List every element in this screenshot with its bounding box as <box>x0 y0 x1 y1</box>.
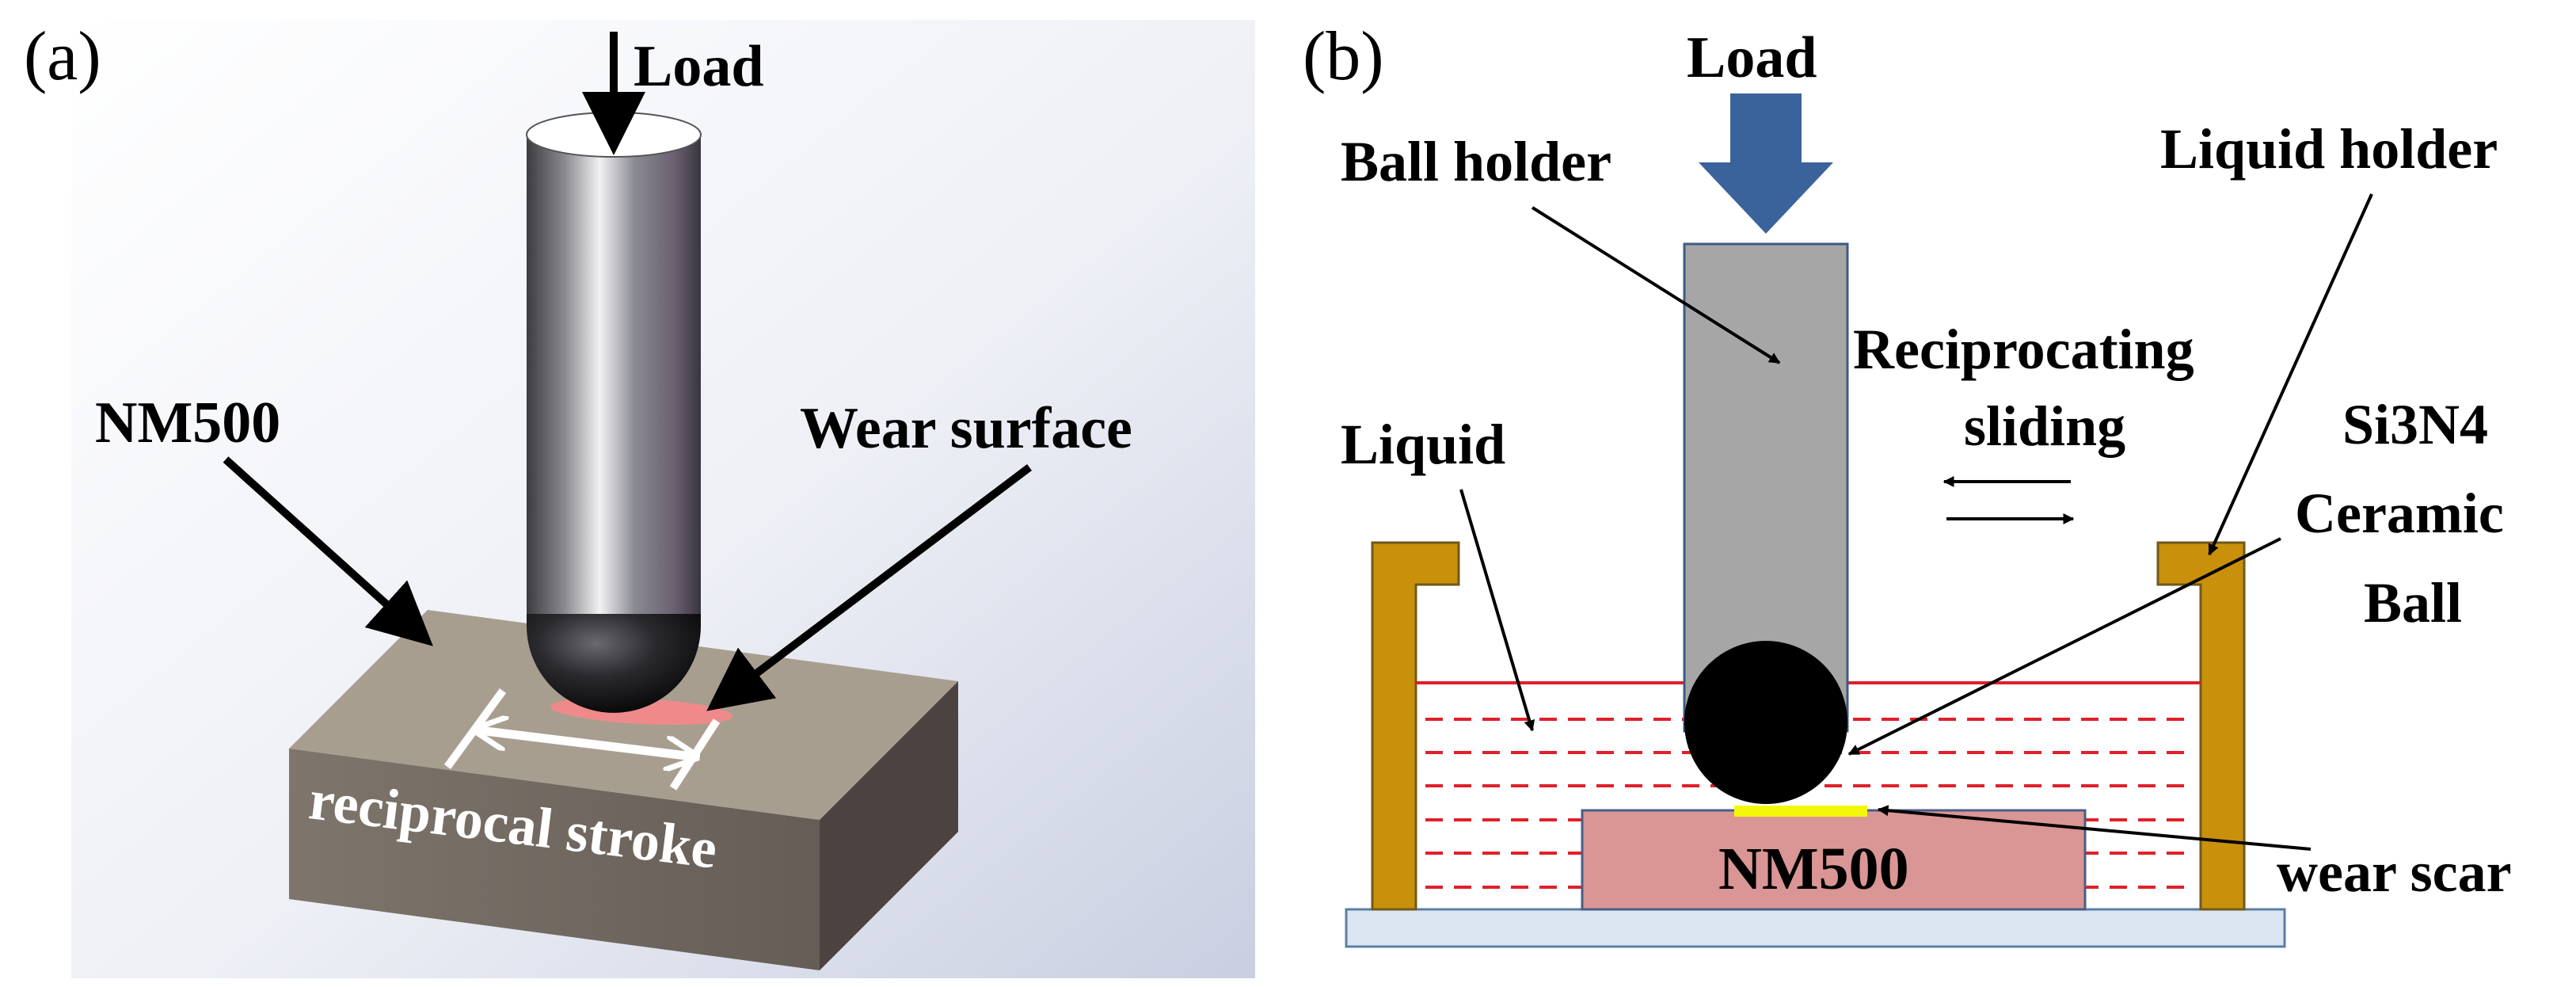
nm500-label-b: NM500 <box>1718 836 1909 902</box>
liquid-holder-pointer <box>2208 193 2373 556</box>
wear-surface-label: Wear surface <box>800 396 1132 461</box>
liquid-holder-right-wall <box>2156 541 2246 911</box>
si3n4-ceramic-ball <box>1684 641 1847 804</box>
si3n4-label: Si3N4 <box>2342 393 2488 456</box>
liquid-holder-label: Liquid holder <box>2160 117 2498 181</box>
panel-a: Load (a) NM500 Wear surface reciprocal s… <box>24 18 1255 978</box>
nm500-pointer-arrow-a <box>223 456 433 646</box>
load-arrow-b <box>1699 93 1833 234</box>
load-label-b: Load <box>1687 25 1817 90</box>
panel-b: (b) NM500 Load Ball holder <box>1303 18 2512 948</box>
panel-a-tag: (a) <box>24 18 101 95</box>
cylinder-body <box>527 135 701 622</box>
ball-tip-dome <box>527 614 701 713</box>
reciprocal-stroke-arrow <box>479 730 693 756</box>
load-cylinder <box>526 112 702 713</box>
ball-label: Ball <box>2364 571 2462 634</box>
block-side-face <box>820 681 958 970</box>
wear-scar-b <box>1734 806 1867 817</box>
ball-holder-label: Ball holder <box>1341 130 1611 193</box>
load-label-a: Load <box>634 34 764 99</box>
liquid-label: Liquid <box>1341 413 1505 476</box>
base-plate <box>1345 908 2286 948</box>
reciprocating-label: Reciprocating <box>1853 318 2194 381</box>
nm500-label-a: NM500 <box>95 391 280 455</box>
panel-b-tag: (b) <box>1303 18 1384 95</box>
wear-scar-pointer <box>1877 805 2312 851</box>
liquid-holder-left-wall <box>1371 541 1460 911</box>
ceramic-label: Ceramic <box>2295 482 2504 545</box>
block-front-face <box>289 749 820 970</box>
nm500-specimen-b <box>1581 809 2087 911</box>
liquid-pointer <box>1459 489 1535 732</box>
ball-holder-pointer <box>1531 206 1781 364</box>
ceramic-ball-pointer <box>1847 537 2281 756</box>
wear-scar-label: wear scar <box>2277 840 2512 904</box>
sliding-label: sliding <box>1964 394 2125 458</box>
wear-surface-pointer-arrow <box>706 464 1033 711</box>
